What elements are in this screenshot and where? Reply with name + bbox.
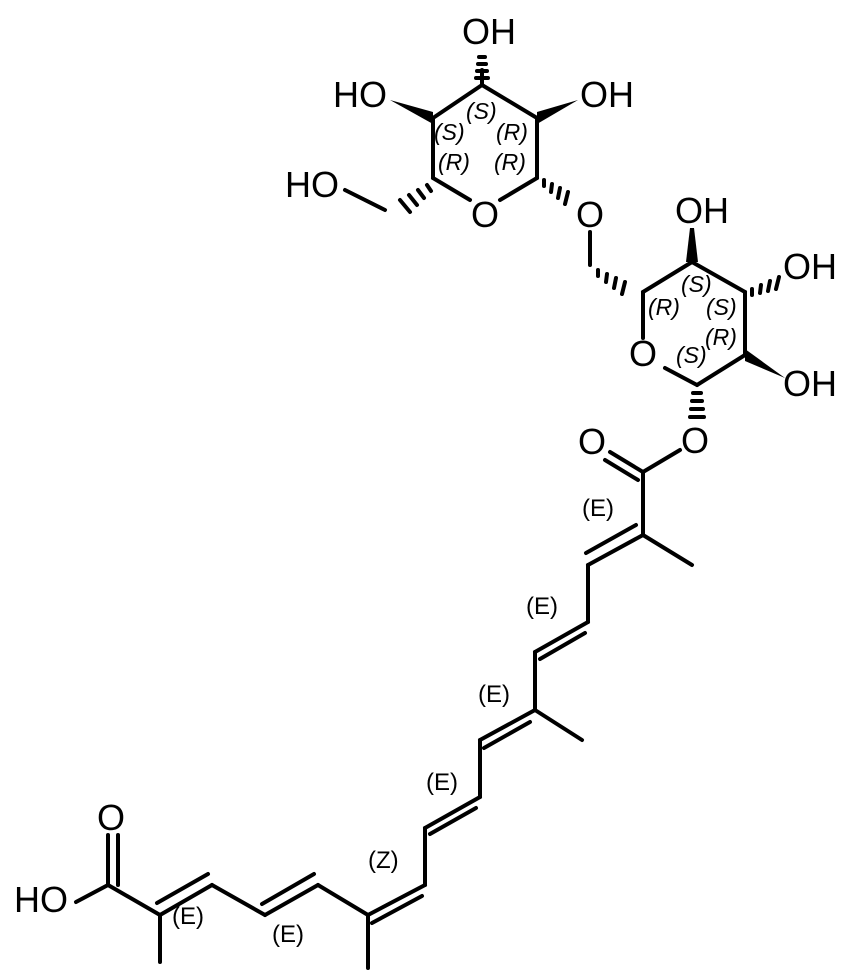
stereo-label: (R) — [494, 149, 526, 175]
bond — [482, 720, 532, 750]
hashed-bond — [474, 55, 490, 80]
bond — [158, 883, 214, 917]
bond — [263, 883, 320, 917]
geometry-label: (E) — [172, 903, 204, 930]
wedge-bond — [537, 100, 578, 124]
bond — [533, 620, 590, 654]
stereo-label: (S) — [434, 119, 465, 145]
hashed-bond — [688, 391, 706, 419]
geometry-label: (E) — [478, 681, 510, 708]
atom-label-oh: OH — [462, 11, 516, 52]
stereo-label: (R) — [648, 294, 680, 320]
atom-label-oh: OH — [783, 246, 837, 287]
bond — [106, 883, 162, 917]
hashed-bond — [542, 178, 570, 206]
bond — [423, 795, 482, 830]
bond — [210, 883, 267, 917]
bond — [155, 872, 210, 905]
bond — [603, 458, 640, 482]
bond — [584, 523, 638, 555]
stereo-label: (R) — [496, 119, 528, 145]
sugar-ring-1 — [343, 55, 578, 214]
bond — [431, 83, 484, 120]
bond — [586, 533, 645, 567]
stereo-label: (R) — [705, 324, 737, 350]
bond — [431, 176, 472, 202]
bond — [74, 883, 110, 904]
bond — [260, 872, 316, 906]
geometry-label: (E) — [272, 921, 304, 948]
bond — [641, 260, 694, 294]
stereo-labels: (S) (S) (R) (R) (R) (S) (R) (S) (R) (S) — [434, 98, 737, 368]
atom-label-o: O — [629, 333, 657, 374]
stereo-label: (S) — [681, 271, 712, 297]
hashed-bond — [596, 268, 627, 296]
bond — [690, 260, 747, 294]
geometry-label: (E) — [526, 593, 558, 620]
bond — [608, 450, 645, 474]
wedge-bond — [686, 228, 698, 262]
bond — [428, 806, 478, 836]
bond — [641, 448, 682, 474]
wedge-bond — [745, 349, 785, 378]
atom-label-oh: OH — [783, 363, 837, 404]
stereo-label: (S) — [466, 98, 497, 124]
sugar-ring-2 — [641, 228, 785, 419]
bond — [538, 631, 587, 661]
hashed-bond — [750, 275, 781, 297]
atom-label-o: O — [681, 420, 709, 461]
bond — [533, 708, 584, 742]
bond — [695, 353, 747, 387]
bond — [316, 883, 370, 917]
atom-label-oh: OH — [675, 190, 729, 231]
bond — [663, 366, 699, 387]
bond — [366, 883, 427, 917]
bond — [343, 188, 387, 212]
atom-label-oh: OH — [580, 74, 634, 115]
atom-labels: OH HO OH HO O O OH OH O OH O O O HO — [14, 11, 837, 920]
atom-label-o: O — [578, 421, 606, 462]
bond — [641, 533, 694, 567]
bond — [480, 83, 539, 120]
atom-label-o: O — [576, 194, 604, 235]
wedge-bond — [390, 100, 433, 124]
atom-label-ho: HO — [333, 74, 387, 115]
geometry-label: (Z) — [368, 847, 399, 874]
geometry-label: (E) — [582, 495, 614, 522]
atom-label-ho: HO — [285, 164, 339, 205]
atom-label-o: O — [471, 194, 499, 235]
atom-label-ho: HO — [14, 879, 68, 920]
polyene-chain — [74, 448, 694, 970]
bond — [498, 176, 539, 202]
stereo-label: (S) — [706, 294, 737, 320]
bond — [370, 894, 424, 925]
stereo-label: (S) — [676, 342, 707, 368]
stereo-label: (R) — [438, 149, 470, 175]
atom-label-o: O — [97, 797, 125, 838]
hashed-bond — [398, 183, 433, 214]
bond — [478, 708, 537, 742]
geometry-labels: (E) (E) (E) (E) (Z) (E) (E) — [172, 495, 614, 948]
geometry-label: (E) — [426, 769, 458, 796]
